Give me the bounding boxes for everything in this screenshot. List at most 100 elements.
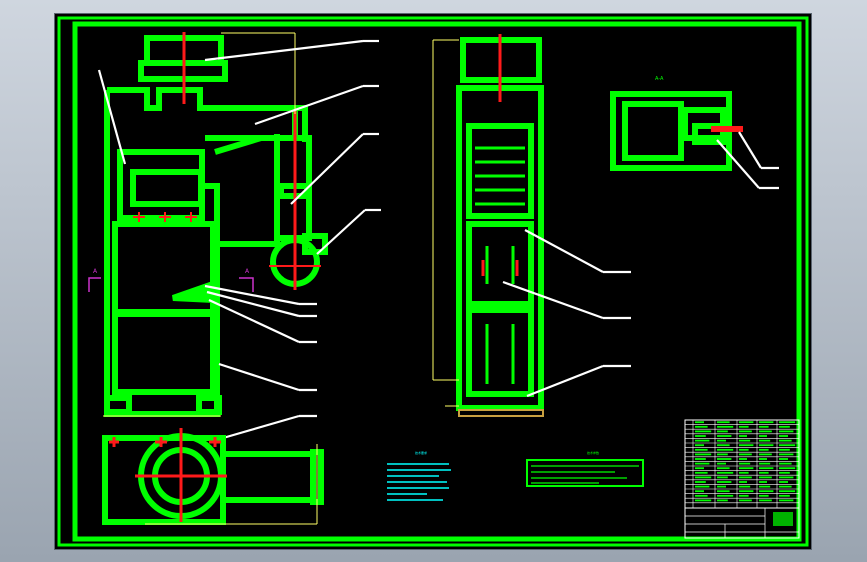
spec-table-rows — [531, 465, 639, 484]
side-red-marks — [481, 260, 519, 276]
bom-cell-text — [695, 430, 712, 433]
bom-cell-text — [717, 421, 730, 424]
bom-cell-text — [759, 467, 774, 470]
diag-duct — [214, 135, 262, 155]
bom-cell-text — [759, 471, 769, 474]
bom-cell-text — [695, 462, 710, 465]
bom-cell-text — [779, 425, 790, 428]
bom-cell-text — [695, 494, 708, 497]
outer-border — [57, 16, 809, 547]
bom-cell-text — [739, 476, 752, 479]
bom-cell-text — [739, 494, 749, 497]
bom-cell-text — [717, 471, 734, 474]
spec-table-title: 技术参数 — [587, 450, 599, 455]
bom-cell-text — [717, 458, 732, 460]
dimension-lines-side — [432, 39, 459, 407]
bom-cell-text — [779, 471, 790, 474]
bom-cell-text — [779, 494, 790, 497]
chamber-inner — [130, 169, 204, 207]
bom-cell-text — [695, 490, 704, 493]
top-view-extension — [220, 451, 316, 503]
bom-cell-text — [779, 448, 790, 451]
bom-cell-text — [759, 476, 772, 479]
section-marker-left: A — [93, 268, 98, 275]
bom-cell-text — [695, 448, 708, 451]
bom-cell-text — [779, 481, 788, 483]
bom-cell-text — [717, 485, 726, 488]
bom-cell-text — [739, 467, 754, 470]
fan-outlet — [302, 233, 328, 255]
section-red-pin — [711, 126, 743, 132]
side-view-details — [475, 146, 525, 384]
leader-lines-front — [97, 39, 381, 440]
bom-cell-text — [695, 499, 712, 502]
bom-cell-text — [779, 435, 788, 437]
bolt-marks — [133, 212, 197, 222]
bom-cell-text — [739, 435, 747, 437]
bom-cell-text — [759, 435, 767, 437]
bom-cell-text — [717, 444, 730, 447]
bom-cell-text — [779, 462, 792, 465]
bom-cell-text — [739, 499, 752, 502]
notes-title: 技术要求 — [415, 450, 427, 455]
bom-cell-text — [759, 453, 772, 456]
bom-cell-text — [695, 421, 704, 424]
bom-cell-text — [695, 435, 706, 437]
bom-cell-text — [739, 453, 752, 456]
side-control-panel — [466, 123, 534, 219]
dimension-lines-front — [103, 32, 296, 417]
top-view — [102, 433, 324, 525]
dimension-lines-top — [145, 444, 318, 525]
bom-cell-text — [759, 430, 772, 433]
bom-cell-text — [717, 481, 732, 483]
discharge-chute — [172, 279, 216, 304]
bom-cell-text — [739, 490, 754, 493]
bom-cell-text — [695, 425, 708, 428]
bom-cell-text — [759, 448, 769, 451]
bom-cell-text — [759, 494, 769, 497]
inner-border — [72, 21, 802, 542]
bom-cell-text — [695, 471, 708, 474]
bom-cell-text — [759, 421, 774, 424]
leader-lines-side — [502, 229, 631, 398]
bom-cell-text — [739, 462, 751, 465]
bom-cell-text — [759, 439, 771, 442]
bom-cell-text — [739, 421, 754, 424]
bom-cell-text — [739, 485, 751, 488]
title-block — [684, 419, 800, 539]
bom-cell-text — [695, 476, 712, 479]
top-view-centerlines — [109, 428, 227, 522]
bom-cell-text — [779, 476, 794, 479]
bom-cell-text — [759, 481, 767, 483]
side-base-plate — [458, 409, 544, 417]
bom-cell-text — [717, 448, 734, 451]
lower-compartment-2 — [112, 311, 216, 395]
bom-cell-text — [779, 467, 796, 470]
bom-cell-text — [717, 425, 734, 428]
bom-cell-text — [695, 485, 710, 488]
front-view — [104, 35, 328, 417]
bom-cell-text — [739, 439, 751, 442]
bom-cell-text — [739, 425, 749, 428]
bom-cell-text — [717, 439, 726, 442]
bom-cell-text — [779, 430, 794, 433]
bom-cell-text — [759, 462, 771, 465]
bom-cell-text — [759, 458, 767, 460]
section-label: A-A — [655, 76, 664, 82]
bom-cell-text — [779, 490, 796, 493]
bom-cell-text — [717, 430, 728, 433]
bom-cell-text — [717, 494, 734, 497]
bom-cell-text — [739, 458, 747, 460]
bom-cell-text — [779, 458, 788, 460]
bom-cell-text — [759, 485, 771, 488]
bom-cell-text — [739, 448, 749, 451]
bom-cell-text — [759, 425, 769, 428]
bom-cell-text — [717, 476, 728, 479]
bom-cell-text — [717, 499, 728, 502]
spec-table — [526, 459, 644, 487]
bom-cell-text — [739, 444, 754, 447]
main-column-outer — [104, 90, 220, 417]
bom-cell-text — [779, 439, 792, 442]
bom-cell-text — [695, 458, 706, 460]
bom-cell-text — [759, 490, 774, 493]
